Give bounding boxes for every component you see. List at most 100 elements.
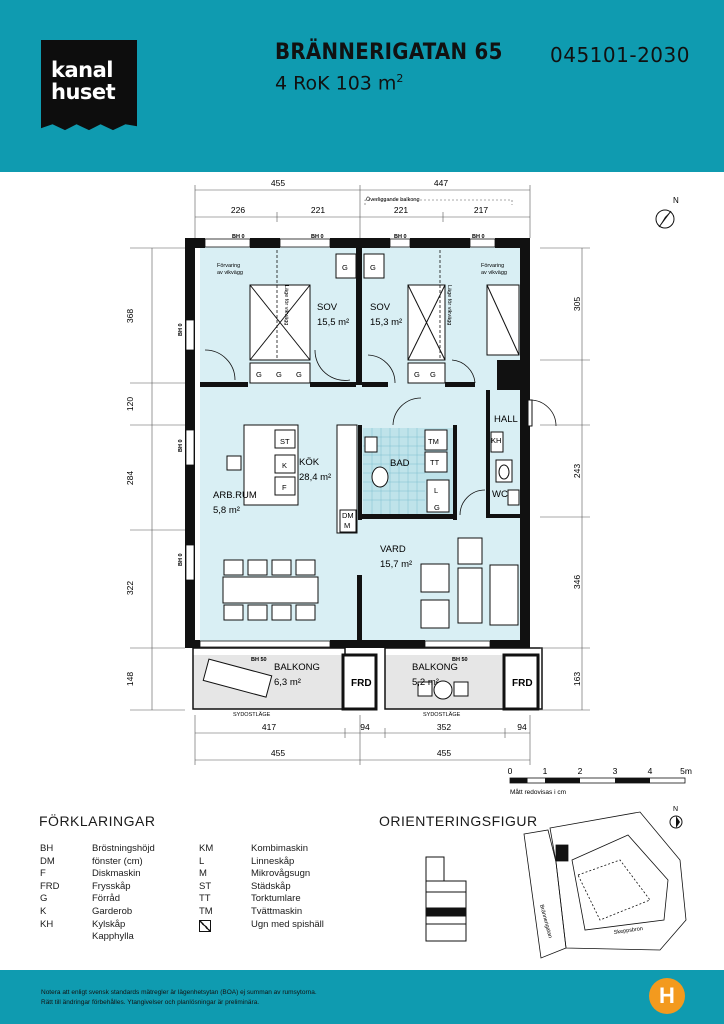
kitchen-labels: ST K F DM M: [280, 437, 354, 530]
legend-text: Frysskåp: [92, 880, 131, 892]
dim-bottom-outer: 455: [271, 748, 285, 758]
room-vard-area: 15,7 m²: [380, 559, 412, 570]
living-furniture: [420, 537, 519, 629]
room-sov-2-area: 15,3 m²: [370, 317, 402, 328]
sydostlage-label: SYDOSTLÄGE: [233, 711, 271, 718]
legend-text: Garderob: [92, 905, 133, 917]
legend-abbr: BH: [40, 843, 54, 854]
tvattmaskin-label: TM: [428, 437, 439, 446]
room-wc-name: WC: [492, 489, 508, 500]
legend-abbr: KM: [199, 843, 214, 854]
bh50-label: BH 50: [452, 657, 468, 663]
dim-right: 243: [572, 464, 582, 478]
footer-note: Notera att enligt svensk standards mätre…: [41, 988, 317, 1007]
garderob-label: G: [296, 370, 302, 379]
bh0-label: BH 0: [311, 234, 324, 240]
kanalhuset-logo[interactable]: kanal huset: [41, 40, 137, 131]
forvaring-text: Förvaring: [481, 263, 504, 269]
dim-bottom-inner: 417: [262, 722, 276, 732]
folding-walls: [276, 250, 441, 360]
wardrobes: [249, 253, 450, 513]
dim-right: 163: [572, 672, 582, 686]
kylskap-label: K: [282, 461, 287, 470]
scale-tick: 5m: [680, 766, 692, 776]
legend-text: Städskåp: [251, 880, 291, 892]
garderob-label: G: [370, 263, 376, 272]
legend-text: Linneskåp: [251, 855, 295, 867]
dim-right: 305: [572, 297, 582, 311]
bh0-label: BH 0: [178, 323, 184, 336]
torktumlare-label: TT: [430, 458, 440, 467]
dim-top-outer: 455: [271, 178, 285, 188]
dim-left: 284: [125, 471, 135, 485]
dim-bottom-inner: 94: [360, 722, 370, 732]
orientation-north-label: N: [673, 806, 678, 813]
beds: [249, 284, 520, 361]
mikro-label: M: [344, 521, 350, 530]
av-vikvagg-text: av vikvägg: [217, 270, 243, 276]
doors: [204, 349, 557, 516]
street-label-skeppsbron: Skeppsbron: [613, 926, 643, 936]
legend-text: Torktumlare: [251, 893, 301, 905]
frd-right-label: FRD: [512, 678, 533, 689]
dim-top-inner: 221: [394, 205, 408, 215]
logo-text-top: kanal: [51, 58, 113, 82]
bh0-label: BH 0: [178, 553, 184, 566]
diskmaskin-label: DM: [342, 511, 354, 520]
room-balkong-1-name: BALKONG: [274, 662, 320, 673]
legend-abbr: TT: [199, 893, 211, 905]
legend-abbr: FRD: [40, 880, 60, 892]
windows: [185, 238, 496, 648]
scale-tick: 3: [613, 766, 618, 776]
dim-left: 322: [125, 581, 135, 595]
bathroom-fixtures: [364, 429, 520, 506]
interior-walls: [200, 245, 520, 645]
room-vard-name: VARD: [380, 544, 406, 555]
legend-title: FÖRKLARINGAR: [39, 813, 156, 829]
storage-boxes: [341, 653, 540, 711]
garderob-label: G: [414, 370, 420, 379]
address-title: BRÄNNERIGATAN 65: [275, 40, 503, 65]
entrance-door[interactable]: [527, 399, 533, 427]
garderob-label: G: [430, 370, 436, 379]
scale-tick: 4: [648, 766, 653, 776]
footer-banner: Notera att enligt svensk standards mätre…: [0, 970, 724, 1024]
scale-tick: 2: [578, 766, 583, 776]
legend-text: Kombimaskin: [251, 843, 309, 854]
dim-left: 148: [125, 672, 135, 686]
orientation-title: ORIENTERINGSFIGUR: [379, 813, 538, 829]
dim-right: 346: [572, 575, 582, 589]
legend-abbr: F: [40, 868, 46, 880]
garderob-label: G: [276, 370, 282, 379]
legend-abbr: DM: [40, 855, 55, 867]
dimension-values: 455 447 226 221 221 217 417 94 352 94 45…: [125, 178, 582, 758]
bh0-label: BH 0: [472, 234, 485, 240]
apartment-size-text: 4 RoK 103 m: [275, 72, 397, 95]
legend-text: Kylskåp: [92, 918, 126, 930]
room-names: SOV 15,5 m² SOV 15,3 m² KÖK 28,4 m² ARB.…: [213, 302, 518, 688]
site-map: [523, 811, 687, 959]
footer-note-line: Rätt till ändringar förbehålles. Ytangiv…: [41, 998, 260, 1006]
lage-for-vikvagg-text: Läge för vikvägg: [283, 285, 289, 325]
legend-text: fönster (cm): [92, 855, 143, 867]
logo-text-bottom: huset: [51, 80, 116, 104]
sydost-labels: SYDOSTLÄGE SYDOSTLÄGE: [233, 711, 461, 718]
header-banner: kanal huset BRÄNNERIGATAN 65 4 RoK 103 m…: [0, 0, 724, 172]
dining-table: [222, 559, 319, 621]
bh0-label: BH 0: [178, 439, 184, 452]
legend-abbr-col1: BH DM F FRD G K KH: [40, 843, 60, 931]
sydostlage-label: SYDOSTLÄGE: [423, 711, 461, 718]
street-label-brannerigatan: Brännerigatan: [538, 904, 553, 939]
footer-note-line: Notera att enligt svensk standards mätre…: [41, 989, 317, 996]
legend-text-col1: Bröstningshöjd fönster (cm) Diskmaskin F…: [92, 843, 155, 944]
legend-text: Kapphylla: [92, 931, 134, 943]
frd-left-label: FRD: [351, 678, 372, 689]
folding-wall-labels: Läge för vikvägg Läge för vikvägg Förvar…: [217, 263, 507, 325]
room-sov-2-name: SOV: [370, 302, 391, 313]
room-kok-name: KÖK: [299, 457, 320, 468]
orientation-north-icon: N: [669, 806, 683, 829]
forvaring-text: Förvaring: [217, 263, 240, 269]
dimension-lines: [130, 185, 590, 765]
bh50-label: BH 50: [251, 657, 267, 663]
hsb-badge-icon[interactable]: H: [649, 978, 685, 1014]
